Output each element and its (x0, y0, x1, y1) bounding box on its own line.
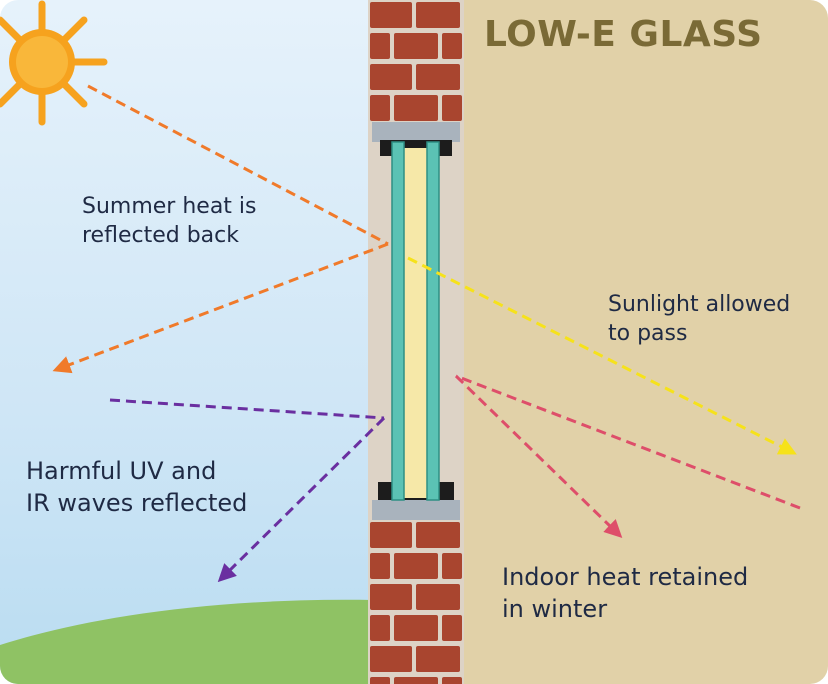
grass-hill (0, 599, 372, 684)
brick (394, 677, 438, 684)
indoor-heat-ray (455, 374, 801, 510)
indoor-heat-line-1: Indoor heat retained (502, 563, 749, 591)
summer-heat-line-2: reflected back (82, 223, 239, 249)
uv-ir-label: Harmful UV and IR waves reflected (26, 456, 247, 519)
summer-heat-arrows (52, 84, 389, 374)
uv-ir-arrows (109, 398, 386, 583)
brick (394, 615, 438, 641)
brick (442, 95, 462, 121)
brick-rows (370, 2, 462, 684)
brick (370, 2, 412, 28)
brick (394, 95, 438, 121)
brick (416, 2, 460, 28)
brick (442, 677, 462, 684)
sunlight-line-1: Sunlight allowed (608, 292, 791, 317)
brick (394, 553, 438, 579)
brick (370, 615, 390, 641)
retained-heat-arrow (454, 374, 623, 539)
indoor-wall (464, 0, 828, 684)
brick (394, 33, 438, 59)
brick (370, 584, 412, 610)
uv-ir-line-2: IR waves reflected (26, 488, 248, 517)
sunlight-label: Sunlight allowed to pass (608, 290, 790, 348)
sunlight-arrow (407, 256, 797, 455)
brick (416, 64, 460, 90)
glass-pane-outer (391, 141, 405, 501)
brick (442, 553, 462, 579)
brick (416, 646, 460, 672)
brick (370, 677, 390, 684)
incoming-uv-ray (109, 398, 385, 420)
brick (442, 615, 462, 641)
double-glazed-window (372, 122, 460, 520)
brick (370, 522, 412, 548)
sunlight-ray (407, 256, 797, 455)
indoor-heat-arrows (454, 374, 801, 539)
brick (370, 64, 412, 90)
brick (416, 522, 460, 548)
reflected-uv-arrow (217, 416, 386, 583)
brick (370, 553, 390, 579)
indoor-heat-line-2: in winter (502, 594, 608, 623)
outdoor-sky (0, 0, 372, 684)
indoor-heat-label: Indoor heat retained in winter (502, 562, 748, 625)
sun-icon (0, 0, 108, 126)
brick (442, 33, 462, 59)
sunlight-line-2: to pass (608, 321, 688, 347)
diagram-title: LOW-E GLASS (484, 14, 763, 55)
reflected-heat-arrow (52, 242, 389, 374)
brick (370, 95, 390, 121)
summer-heat-line-1: Summer heat is (82, 194, 257, 219)
brick (416, 584, 460, 610)
uv-ir-line-1: Harmful UV and (26, 457, 217, 485)
incoming-heat-ray (87, 84, 389, 246)
glass-pane-inner (426, 141, 440, 501)
brick (370, 646, 412, 672)
summer-heat-label: Summer heat is reflected back (82, 192, 257, 250)
brick (370, 33, 390, 59)
